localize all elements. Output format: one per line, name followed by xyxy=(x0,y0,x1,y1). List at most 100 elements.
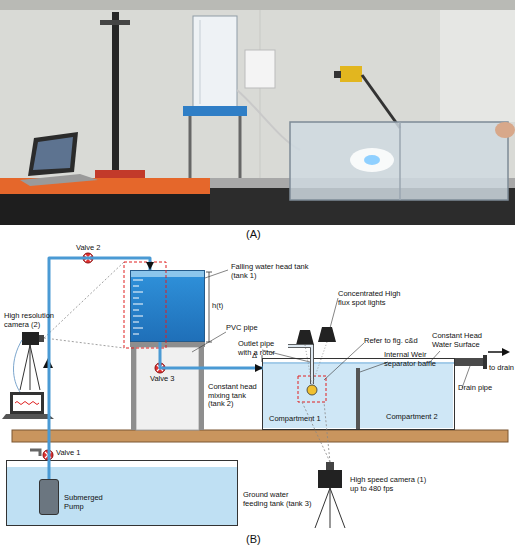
flow-arrow xyxy=(43,358,53,368)
high-speed-camera xyxy=(330,488,345,528)
spot-light xyxy=(296,330,314,345)
spot-light xyxy=(296,327,336,345)
view-line xyxy=(44,262,124,338)
compartment: Compartment 1 xyxy=(263,359,358,428)
valve-symbol xyxy=(43,450,53,460)
panel-label: (A) xyxy=(246,228,276,241)
callout-label: Constant Head Water Surface xyxy=(432,332,502,349)
valve-symbol xyxy=(45,452,51,458)
tank-stand xyxy=(136,347,199,430)
view-line xyxy=(44,338,124,348)
tank-3: Ground water feeding tank (tank 3)Submer… xyxy=(6,460,238,526)
dimension-line xyxy=(209,272,210,342)
focus-box xyxy=(298,376,326,402)
callout-label: h(t) xyxy=(212,302,232,311)
callout-label: Δ xyxy=(252,352,262,361)
laptop-symbol xyxy=(10,392,44,414)
laptop-symbol xyxy=(2,392,54,419)
pipe-connector xyxy=(49,258,150,479)
submerged-pump: Submerged Pump xyxy=(39,479,59,515)
drain-pipe xyxy=(488,351,502,353)
photo-panel xyxy=(193,16,237,108)
callout-label: Concentrated High flux spot lights xyxy=(338,290,402,307)
node-text: Submerged Pump xyxy=(64,494,108,511)
photo-panel xyxy=(20,174,98,186)
camera-symbol xyxy=(30,345,40,390)
tank-stand xyxy=(130,342,205,430)
camera-symbol xyxy=(30,345,31,390)
tank-stand xyxy=(199,342,204,430)
spot-light xyxy=(318,327,336,342)
callout-label: to drain xyxy=(489,364,515,373)
node-text: Compartment 1 xyxy=(269,415,329,424)
high-speed-camera xyxy=(315,488,330,528)
laptop-symbol xyxy=(15,402,39,405)
photo-panel xyxy=(33,137,73,170)
photo-panel xyxy=(399,122,401,200)
focus-box xyxy=(124,262,326,402)
dimension-line xyxy=(206,342,212,343)
laptop-symbol xyxy=(13,395,41,411)
view-line xyxy=(44,262,330,462)
photo-panel xyxy=(290,122,508,200)
camera-symbol xyxy=(14,340,23,392)
outlet-pipe xyxy=(288,346,312,384)
tank-stand xyxy=(130,342,205,347)
callout-label: Valve 1 xyxy=(56,449,96,458)
high-speed-camera xyxy=(330,488,331,528)
outlet-pipe xyxy=(288,346,312,384)
photo-panel xyxy=(183,106,247,116)
callout-label: High resolution camera (2) xyxy=(4,312,66,329)
camera-symbol xyxy=(14,332,45,392)
tank-stand xyxy=(131,342,136,430)
weir-baffle xyxy=(356,368,360,429)
valve-symbol xyxy=(83,253,93,263)
valve-symbol xyxy=(155,363,165,373)
photo-panel xyxy=(0,0,515,225)
view-line xyxy=(324,402,330,462)
faucet-symbol xyxy=(30,450,40,456)
ruler-ticks xyxy=(133,280,143,334)
panel-label: (B) xyxy=(246,533,276,546)
photo-panel xyxy=(340,66,362,82)
outlet-pipe xyxy=(307,385,317,395)
drain-pipe xyxy=(455,358,483,366)
focus-box xyxy=(124,262,166,348)
outlet-pipe xyxy=(288,346,317,395)
callout-label: PVC pipe xyxy=(226,324,266,333)
dimension-line xyxy=(206,272,212,273)
laptop-symbol xyxy=(2,414,54,419)
callout-label: High speed camera (1) up to 480 fps xyxy=(350,476,434,493)
node-text: Ground water feeding tank (tank 3) xyxy=(243,491,315,508)
camera-symbol xyxy=(22,332,39,345)
node-text: Falling water head tank (tank 1) xyxy=(231,263,323,280)
high-speed-camera xyxy=(318,470,342,488)
leader-line xyxy=(192,270,470,388)
camera-symbol xyxy=(20,345,30,390)
valve-symbol xyxy=(155,363,165,373)
photo-panel xyxy=(350,148,394,172)
weir-baffle xyxy=(356,368,360,429)
drain-pipe xyxy=(502,348,510,356)
tank-2: Constant head mixing tank (tank 2)Compar… xyxy=(262,358,455,430)
edge-label: Valve 3 xyxy=(150,375,190,384)
callout-label: Drain pipe xyxy=(458,384,508,393)
valve-symbol xyxy=(43,450,53,460)
callout-label: Internal Weir separator baffle xyxy=(384,351,444,368)
photo-panel xyxy=(95,170,145,178)
camera-symbol xyxy=(39,335,44,342)
view-line xyxy=(305,345,312,385)
photo-panel xyxy=(364,155,380,165)
photo-panel xyxy=(440,10,515,122)
wooden-table xyxy=(12,430,508,442)
high-speed-camera xyxy=(315,462,345,528)
node-text: Compartment 2 xyxy=(386,413,446,422)
photo-panel xyxy=(0,0,515,225)
compartment: Compartment 2 xyxy=(358,359,453,428)
view-line xyxy=(312,342,327,385)
photo-panel xyxy=(112,12,119,178)
photo-panel xyxy=(362,75,400,128)
